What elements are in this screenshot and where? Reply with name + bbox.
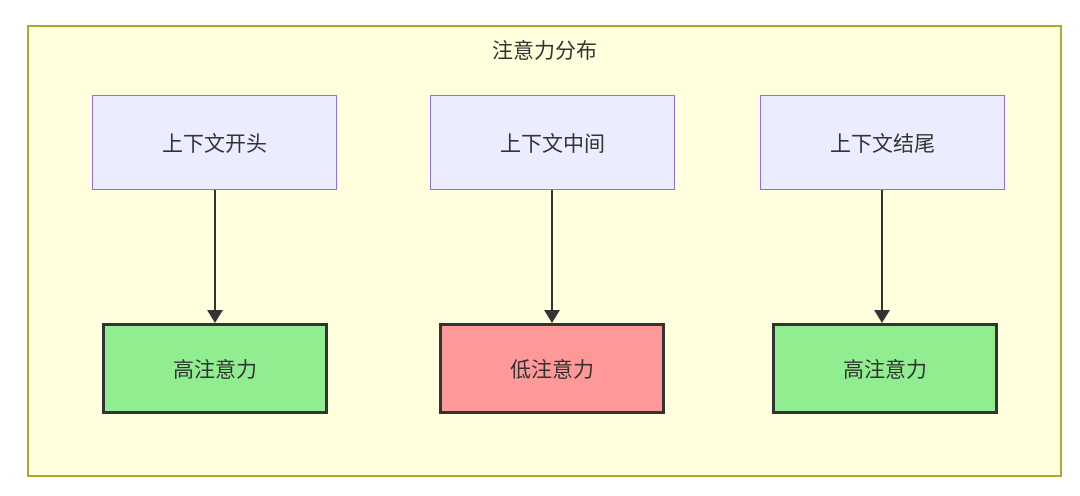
- node-low-attention: 低注意力: [439, 323, 665, 414]
- arrowhead-down-icon: [544, 310, 560, 323]
- arrow-shaft: [551, 190, 553, 310]
- node-context-end-label: 上下文结尾: [830, 132, 935, 156]
- arrow-shaft: [214, 190, 216, 310]
- node-low-attention-label: 低注意力: [510, 358, 594, 382]
- node-high-attention-left-label: 高注意力: [173, 358, 257, 382]
- node-context-end: 上下文结尾: [760, 95, 1005, 190]
- node-high-attention-right: 高注意力: [772, 323, 998, 414]
- node-context-start-label: 上下文开头: [162, 132, 267, 156]
- arrowhead-down-icon: [874, 310, 890, 323]
- node-context-middle-label: 上下文中间: [500, 132, 605, 156]
- arrow-middle-to-low: [544, 190, 560, 323]
- arrow-start-to-high: [207, 190, 223, 323]
- diagram-title: 注意力分布: [492, 40, 597, 63]
- node-high-attention-right-label: 高注意力: [843, 358, 927, 382]
- arrow-end-to-high: [874, 190, 890, 323]
- attention-distribution-diagram: 注意力分布 上下文开头 高注意力 上下文中间 低注意力 上下文结尾: [27, 25, 1062, 477]
- node-context-start: 上下文开头: [92, 95, 337, 190]
- arrow-shaft: [881, 190, 883, 310]
- arrowhead-down-icon: [207, 310, 223, 323]
- node-context-middle: 上下文中间: [430, 95, 675, 190]
- node-high-attention-left: 高注意力: [102, 323, 328, 414]
